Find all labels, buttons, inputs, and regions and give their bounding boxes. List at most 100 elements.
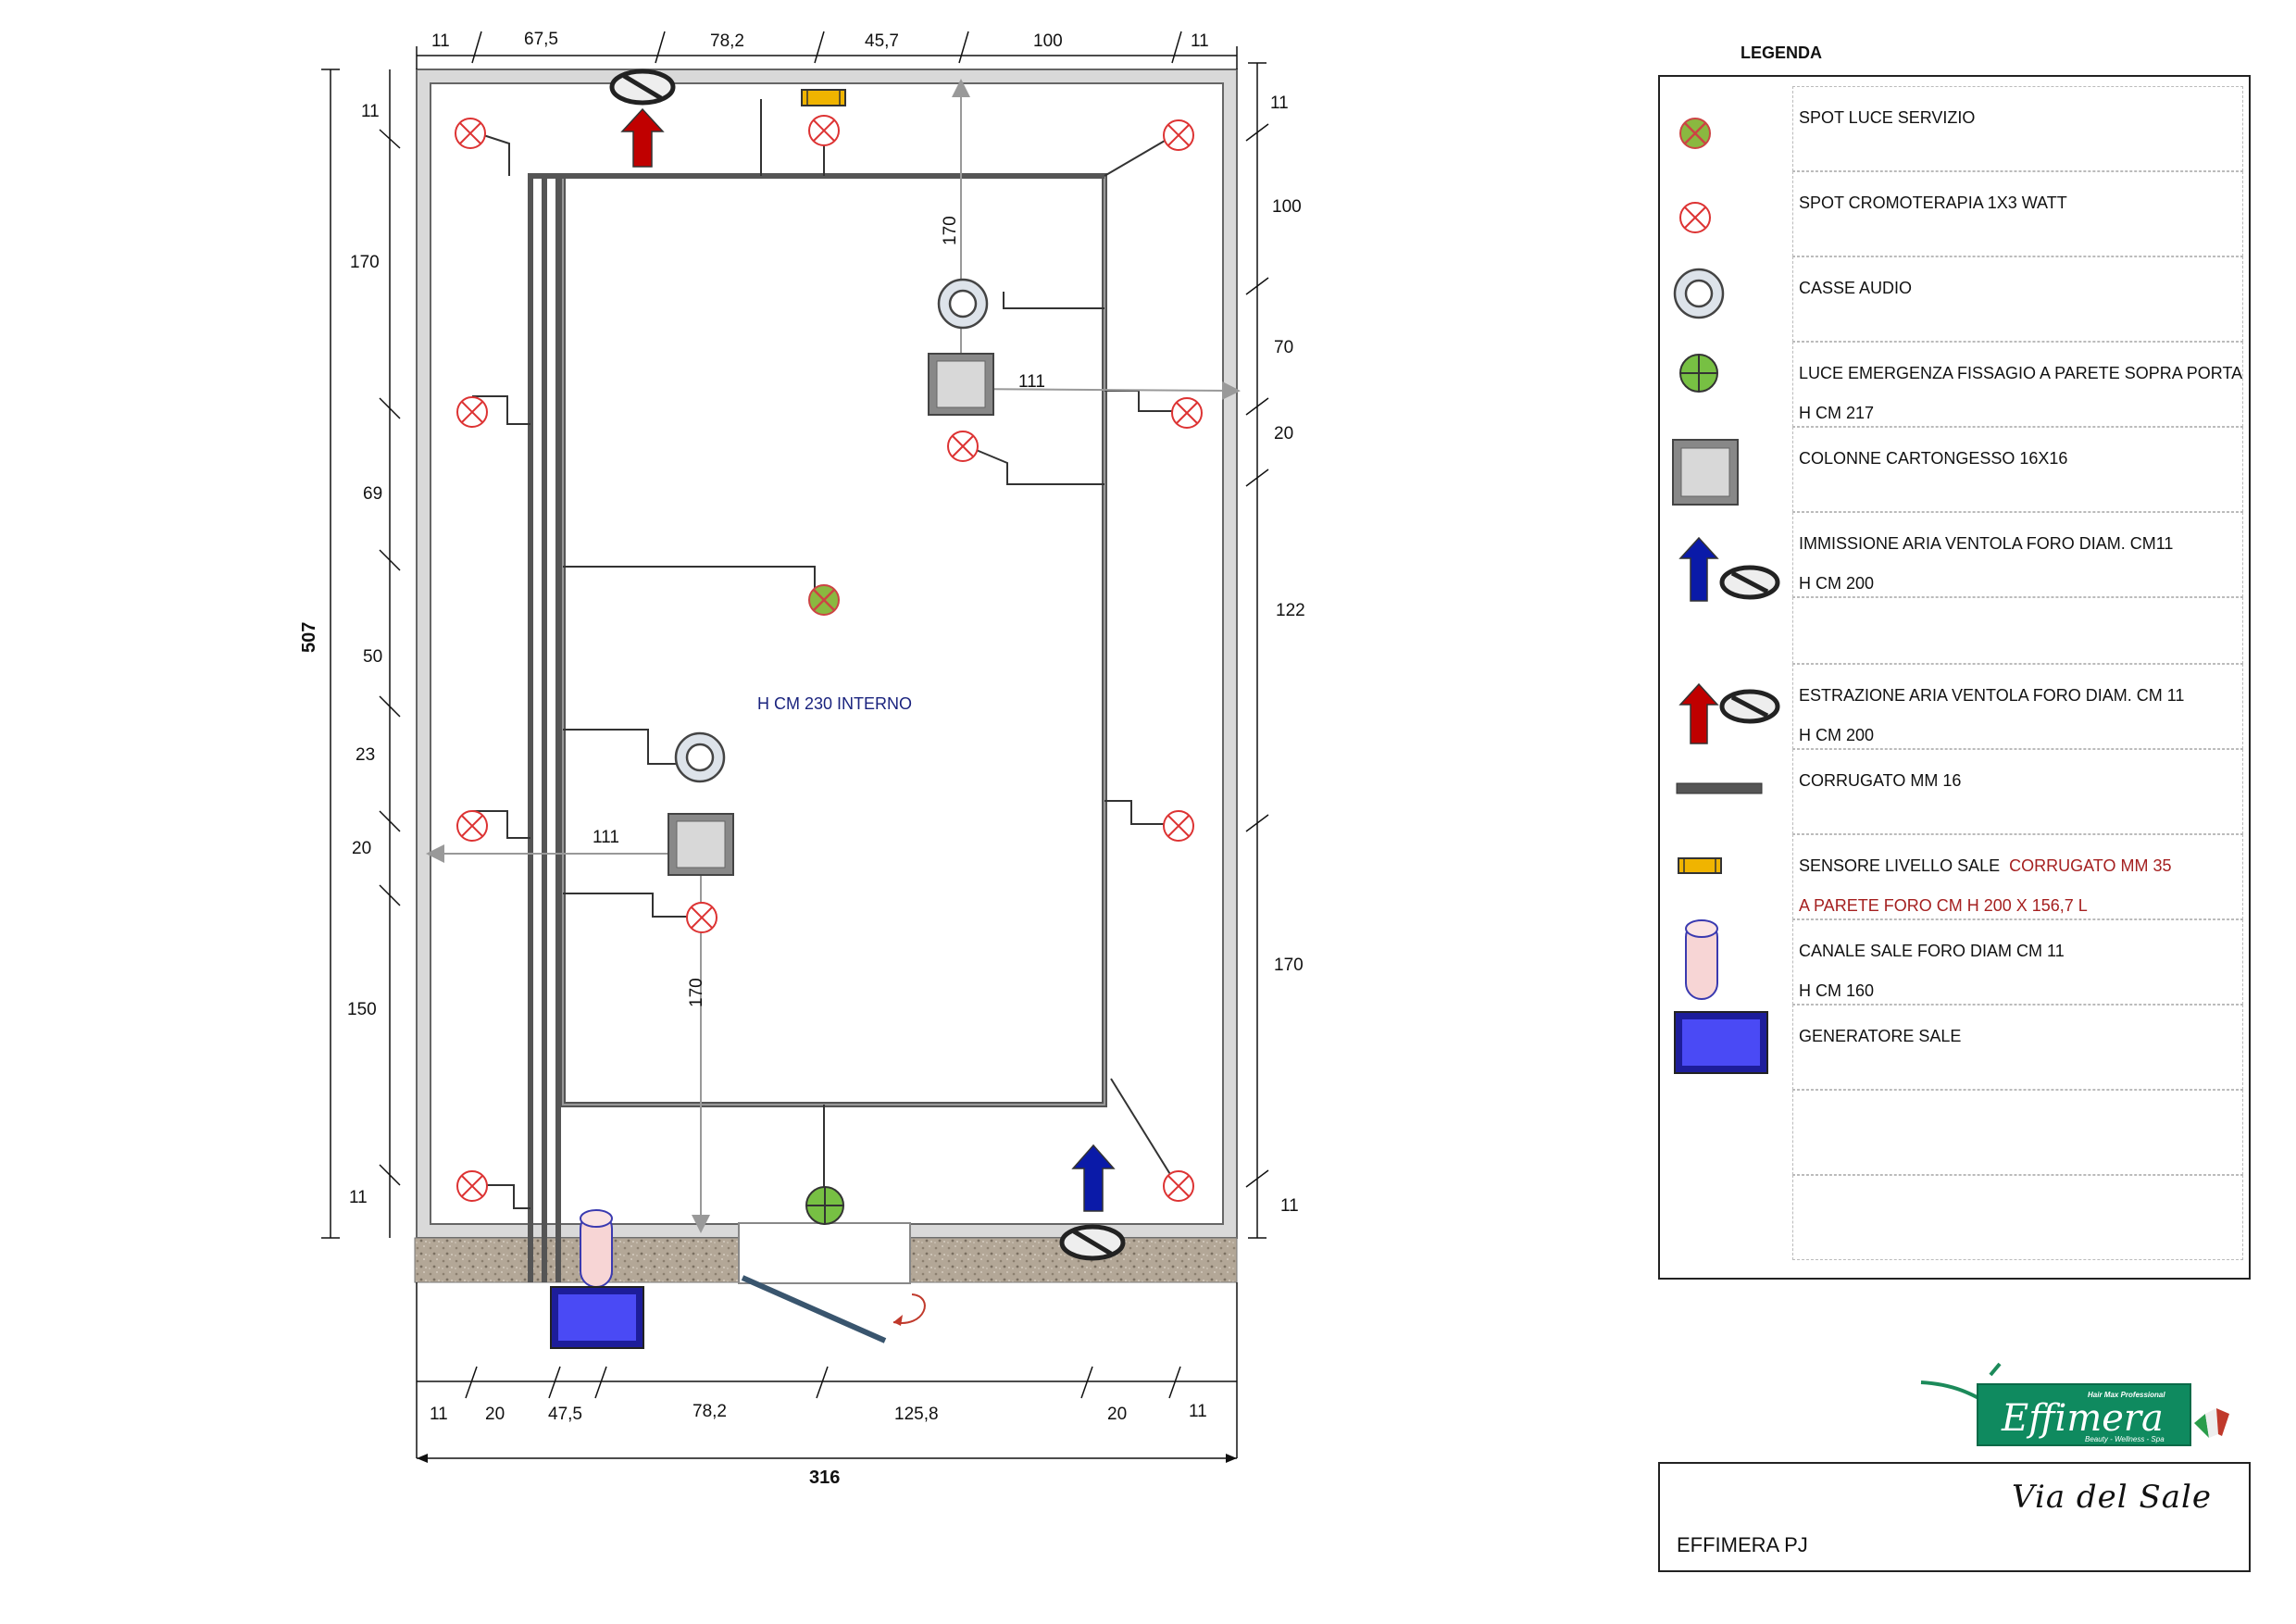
speaker-icon	[1673, 268, 1725, 319]
air-in-icon	[1678, 536, 1780, 602]
air-out-icon	[1678, 682, 1780, 744]
project-name: EFFIMERA PJ	[1677, 1533, 1808, 1556]
legend-row: CORRUGATO MM 16	[1660, 749, 2249, 834]
conduit-icon	[1676, 782, 1763, 794]
logo-brand: Effimera	[2001, 1397, 2164, 1440]
door-leaf	[741, 1275, 887, 1343]
dim-bottom-4: 78,2	[693, 1402, 727, 1421]
salt-channel-icon	[1685, 919, 1718, 1000]
legend-row: SENSORE LIVELLO SALE CORRUGATO MM 35 A P…	[1660, 834, 2249, 919]
dim-left-5: 23	[356, 745, 375, 765]
legend-row: GENERATORE SALE	[1660, 1005, 2249, 1090]
column-icon	[668, 813, 734, 876]
spot-cromoterapia-icon	[1163, 119, 1194, 151]
dim-right-6: 170	[1274, 956, 1304, 975]
legend-empty-cell	[1792, 1090, 2243, 1175]
legend-label: CASSE AUDIO	[1792, 256, 2243, 342]
legend-row: SPOT LUCE SERVIZIO	[1660, 86, 2249, 171]
legend-empty-cell	[1792, 1175, 2243, 1260]
dim-bottom-7: 11	[1189, 1402, 1207, 1421]
door-swing-icon	[892, 1293, 926, 1324]
salt-channel-icon	[580, 1209, 613, 1288]
legend-row-empty	[1660, 597, 2249, 664]
legend-label: SENSORE LIVELLO SALE CORRUGATO MM 35 A P…	[1792, 834, 2243, 919]
spot-cromoterapia-icon	[456, 1170, 488, 1202]
effimera-logo: Hair Max Professional Effimera Beauty - …	[1920, 1362, 2229, 1446]
spot-cromoterapia-icon	[456, 810, 488, 842]
dim-top-5: 100	[1033, 31, 1063, 51]
spot-servizio-icon	[807, 583, 841, 617]
legend-label: SPOT LUCE SERVIZIO	[1792, 86, 2243, 171]
title-block: Via del Sale EFFIMERA PJ	[1658, 1462, 2251, 1572]
dim-top-1: 11	[431, 31, 450, 51]
dim-bottom-6: 20	[1107, 1405, 1127, 1424]
legend-empty-cell	[1792, 597, 2243, 664]
dim-bottom-2: 20	[485, 1405, 505, 1424]
legend-label: CORRUGATO MM 16	[1792, 749, 2243, 834]
salt-generator-icon	[550, 1286, 644, 1349]
spot-cromoterapia-icon	[1163, 810, 1194, 842]
spot-cromoterapia-icon	[686, 902, 718, 933]
legend-title: LEGENDA	[1741, 44, 1823, 62]
dim-inner-bottom-vertical: 170	[687, 978, 706, 1007]
dim-inner-top-vertical: 170	[941, 216, 960, 245]
door-opening	[738, 1222, 911, 1284]
dim-left-1: 11	[361, 102, 380, 121]
dim-right-1: 11	[1270, 94, 1289, 113]
sensor-icon	[801, 89, 846, 106]
fan-disc-icon	[612, 71, 673, 103]
spot-cromoterapia-icon	[1679, 202, 1711, 233]
air-out-arrow-icon	[620, 107, 665, 168]
spot-cromoterapia-icon	[947, 431, 979, 462]
dim-left-3: 69	[363, 484, 382, 504]
logo-tagline-top: Hair Max Professional	[2088, 1391, 2165, 1399]
legend-label: COLONNE CARTONGESSO 16X16	[1792, 427, 2243, 512]
logo-tagline-bottom: Beauty - Wellness - Spa	[2085, 1435, 2165, 1443]
spot-cromoterapia-icon	[455, 118, 486, 149]
dim-left-2: 170	[350, 253, 380, 272]
dim-left-8: 11	[349, 1188, 368, 1207]
legend-row-empty	[1660, 1175, 2249, 1260]
dim-top-4: 45,7	[865, 31, 899, 51]
dim-right-5: 122	[1276, 601, 1305, 620]
dim-inner-top-horizontal: 111	[1018, 372, 1045, 392]
italy-flag-icon	[2194, 1408, 2229, 1438]
emergency-light-icon	[1679, 354, 1718, 393]
interior-height-label: H CM 230 INTERNO	[757, 694, 912, 713]
spot-cromoterapia-icon	[1163, 1170, 1194, 1202]
spot-servizio-icon	[1679, 118, 1711, 149]
legend-row: ESTRAZIONE ARIA VENTOLA FORO DIAM. CM 11…	[1660, 664, 2249, 749]
dim-left-6: 20	[352, 839, 371, 858]
legend-label: SPOT CROMOTERAPIA 1X3 WATT	[1792, 171, 2243, 256]
legend-label: GENERATORE SALE	[1792, 1005, 2243, 1090]
sensor-icon	[1678, 857, 1722, 874]
legend-row: SPOT CROMOTERAPIA 1X3 WATT	[1660, 171, 2249, 256]
column-icon	[1672, 439, 1739, 506]
dim-top-6: 11	[1191, 31, 1209, 51]
speaker-icon	[937, 278, 989, 330]
spot-cromoterapia-icon	[808, 115, 840, 146]
legend-row: LUCE EMERGENZA FISSAGIO A PARETE SOPRA P…	[1660, 342, 2249, 427]
dim-total-width: 316	[809, 1468, 840, 1488]
air-in-arrow-icon	[1071, 1143, 1116, 1212]
dim-bottom-3: 47,5	[548, 1405, 582, 1424]
dim-bottom-1: 11	[430, 1405, 448, 1424]
dim-bottom-5: 125,8	[894, 1405, 939, 1424]
dim-left-4: 50	[363, 647, 382, 667]
spot-cromoterapia-icon	[456, 396, 488, 428]
dim-right-7: 11	[1280, 1196, 1299, 1216]
legend-row-empty	[1660, 1090, 2249, 1175]
dim-right-2: 100	[1272, 197, 1302, 217]
dim-right-3: 70	[1274, 338, 1293, 357]
fan-disc-icon	[1062, 1227, 1123, 1258]
dim-inner-bottom-horizontal: 111	[593, 828, 619, 847]
dim-total-height: 507	[299, 622, 319, 653]
legend-label: LUCE EMERGENZA FISSAGIO A PARETE SOPRA P…	[1792, 342, 2243, 427]
spot-cromoterapia-icon	[1171, 397, 1203, 429]
drawing-title: Via del Sale	[2012, 1479, 2213, 1516]
legend-row: COLONNE CARTONGESSO 16X16	[1660, 427, 2249, 512]
